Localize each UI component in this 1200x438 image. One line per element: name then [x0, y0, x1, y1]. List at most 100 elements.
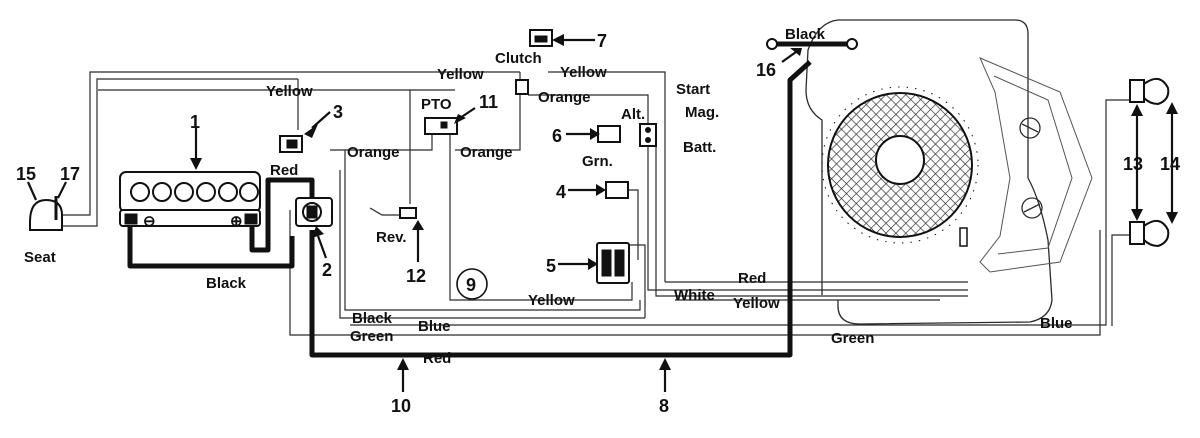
headlight-bulb-upper: [1143, 77, 1170, 106]
battery-plus-sign: ⊕: [230, 213, 243, 230]
arrowhead-13-up: [1131, 104, 1143, 116]
callout-15: 15: [16, 164, 36, 184]
arrow-2: [316, 235, 328, 259]
callout-12: 12: [406, 266, 426, 286]
label-start: Start: [676, 81, 710, 98]
ignition-switch: [639, 123, 657, 147]
seat-switch: [29, 196, 63, 231]
battery-base: [119, 209, 261, 227]
engine-bolt-lower-slot: [1023, 203, 1041, 213]
arrowhead-8: [659, 358, 671, 370]
flywheel-screen-rim: [821, 86, 979, 244]
callout-6: 6: [552, 126, 562, 146]
label-yellow-low: Yellow: [528, 292, 575, 309]
clutch-connector-body: [515, 79, 529, 95]
engine-terminal-block: [959, 227, 968, 247]
ignition-terminal-2: [645, 137, 651, 143]
callout-arrows: [26, 34, 1178, 392]
seat-switch-body: [29, 198, 63, 231]
wire-white: [655, 145, 968, 297]
arrowhead-7: [552, 34, 564, 46]
flywheel-hub: [875, 135, 925, 185]
wire-green-low: [289, 210, 1101, 336]
callout-4: 4: [556, 182, 566, 202]
label-yellow-mid: Yellow: [266, 83, 313, 100]
oil-sensor: [597, 125, 621, 143]
callout-9: 9: [466, 275, 476, 295]
callout-17: 17: [60, 164, 80, 184]
arrowhead-1: [190, 158, 202, 170]
arrow-17: [57, 181, 67, 199]
headlights: [1129, 77, 1170, 248]
wire-blue-low-2: [1111, 234, 1132, 326]
clutch-switch: [529, 29, 553, 47]
battery-cell-1: [130, 182, 150, 202]
callout-8: 8: [659, 396, 669, 416]
wire-labels: Yellow Yellow Yellow Clutch Orange Orang…: [24, 26, 1073, 367]
callout-14: 14: [1160, 154, 1180, 174]
inline-fuse: [605, 181, 629, 199]
solenoid-core: [306, 205, 318, 219]
ground-strap: [766, 38, 858, 50]
label-clutch: Clutch: [495, 50, 542, 67]
wire-black-low: [339, 170, 645, 319]
label-red-low: Red: [423, 350, 451, 367]
battery-terminal-neg: [124, 213, 138, 225]
engine-cylinder-outer: [979, 57, 1093, 273]
label-yellow-top-right: Yellow: [560, 64, 607, 81]
headlight-socket-upper: [1129, 79, 1145, 103]
headlight-socket-lower: [1129, 221, 1145, 245]
pto-switch-contact: [440, 121, 448, 129]
label-black-battery: Black: [206, 275, 247, 292]
label-red-right: Red: [738, 270, 766, 287]
arrowhead-10: [397, 358, 409, 370]
engine-cylinder-inner: [993, 75, 1073, 255]
arrowhead-13-down: [1131, 209, 1143, 221]
label-blue-low: Blue: [418, 318, 451, 335]
arrow-15: [26, 181, 38, 201]
fuse-holder-core: [286, 139, 298, 149]
battery-cables: [127, 41, 852, 358]
callout-13: 13: [1123, 154, 1143, 174]
wire-keyswitch-down: [647, 145, 968, 291]
arrowhead-6: [590, 128, 600, 140]
arrowhead-4: [596, 184, 606, 196]
wire-rectifier-down: [630, 244, 646, 318]
engine-shroud-left: [805, 19, 839, 295]
fuse-holder: [279, 135, 303, 153]
wire-harness: [62, 71, 1132, 336]
engine: [805, 19, 1093, 325]
wire-orange-pto: [330, 149, 641, 311]
callout-7: 7: [597, 31, 607, 51]
engine-body-outline: [837, 19, 1053, 325]
wire-orange-right: [528, 94, 649, 125]
label-yellow-top: Yellow: [437, 66, 484, 83]
ignition-terminal-1: [645, 127, 651, 133]
engine-bolt-lower: [1021, 197, 1043, 219]
label-white: White: [674, 287, 715, 304]
wire-top-yellow-right: [548, 71, 666, 282]
callout-numbers: 1 2 3 4 5 6 7 8 9 10 11 12 13 14 15 16 1…: [16, 31, 1180, 416]
arrowhead-16: [790, 48, 802, 56]
label-green-low: Green: [350, 328, 393, 345]
battery-cell-4: [196, 182, 216, 202]
clutch-switch-core: [534, 35, 548, 43]
battery-cell-5: [218, 182, 238, 202]
battery-terminal-pos: [244, 213, 258, 225]
callout-9-circle: [456, 268, 488, 300]
callout-3: 3: [333, 102, 343, 122]
battery-cell-3: [174, 182, 194, 202]
label-batt: Batt.: [683, 139, 716, 156]
ground-ring-right: [846, 38, 858, 50]
arrow-3: [311, 111, 331, 129]
callout-2: 2: [322, 260, 332, 280]
callout-11: 11: [479, 92, 498, 112]
wire-pto-yellow-low: [449, 133, 633, 301]
battery: ⊖ ⊕: [119, 171, 261, 230]
battery-minus-sign: ⊖: [143, 213, 156, 230]
label-green-right: Green: [831, 330, 874, 347]
cable-red-starter: [309, 60, 812, 358]
reverse-switch-lever: [369, 207, 400, 216]
reverse-switch: [369, 207, 417, 219]
engine-bolt-upper-slot: [1021, 123, 1039, 133]
